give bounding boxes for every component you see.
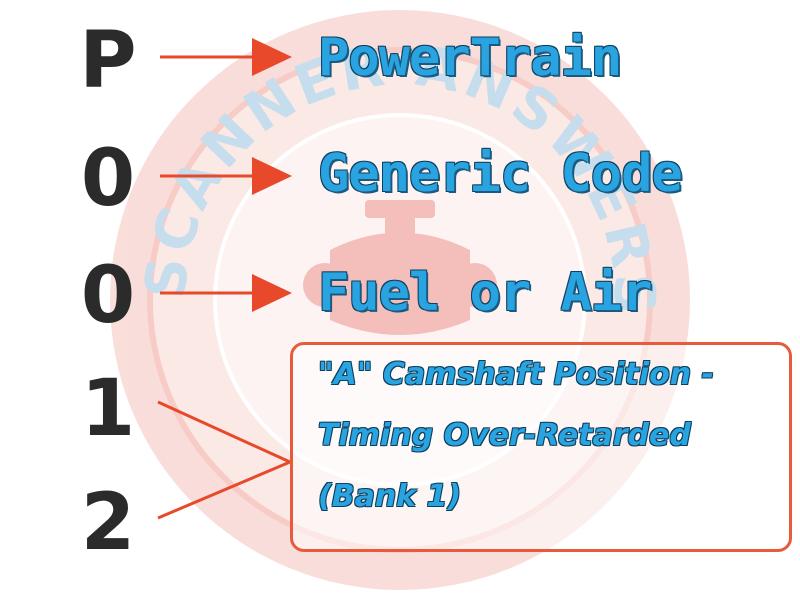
description-box xyxy=(290,342,792,552)
code-digit-1: 1 xyxy=(80,364,136,454)
arrow-0-first xyxy=(160,157,292,195)
arrow-0-second xyxy=(160,274,292,312)
connector-line-1 xyxy=(157,400,291,464)
connector-line-2 xyxy=(157,460,291,520)
arrow-p xyxy=(160,38,292,76)
meaning-generic-code: Generic Code xyxy=(318,144,683,204)
meaning-powertrain: PowerTrain xyxy=(318,28,622,88)
connector-arrows xyxy=(157,38,292,520)
code-digit-0-second: 0 xyxy=(80,251,136,341)
watermark-engine-icon xyxy=(303,200,497,335)
code-letter-p: P xyxy=(79,16,137,106)
meaning-fuel-or-air: Fuel or Air xyxy=(318,263,652,323)
code-digit-2: 2 xyxy=(80,478,136,568)
description-line-1: "A" Camshaft Position - xyxy=(318,357,714,392)
code-digit-0-first: 0 xyxy=(80,134,136,224)
description-line-3: (Bank 1) xyxy=(318,479,462,514)
description-line-2: Timing Over-Retarded xyxy=(318,418,691,453)
